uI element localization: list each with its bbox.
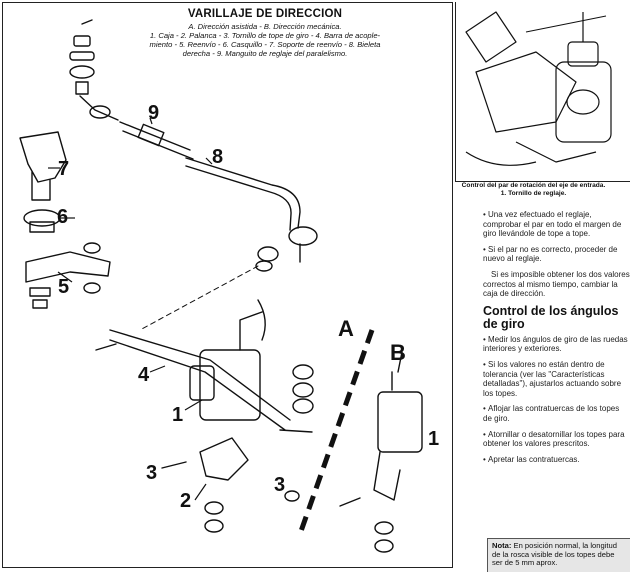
inset-caption-line: 1. Tornillo de reglaje. (500, 190, 567, 197)
label-7: 7 (58, 158, 70, 180)
inset-illustration (455, 2, 630, 182)
figure-title: VARILLAJE DE DIRECCION (187, 8, 343, 20)
label-5: 5 (58, 276, 70, 298)
inset-caption: Control del par de rotación del eje de e… (437, 182, 630, 198)
label-letter-a: A (338, 316, 354, 341)
stop-screw (161, 461, 187, 469)
note-box: Nota: En posición normal, la longitud de… (487, 538, 630, 572)
section-heading: Control de los ángulos de giro (483, 303, 619, 331)
divider-dashed-line (297, 329, 375, 535)
label-6: 6 (57, 206, 69, 228)
right-tie-rod (185, 157, 301, 231)
torque-check-drawing (465, 11, 612, 166)
label-3-a: 3 (146, 462, 158, 484)
pitman-arm (199, 437, 249, 481)
label-letter-b: B (390, 340, 406, 365)
steering-box-b (377, 391, 423, 453)
washer-icon (69, 51, 95, 61)
label-2: 2 (180, 490, 192, 512)
idler-arm (25, 251, 111, 283)
figure-caption: VARILLAJE DE DIRECCION A. Dirección asis… (110, 8, 420, 58)
paragraph: Medir los ángulos de giro de las ruedas … (483, 335, 630, 354)
paragraph: Aflojar las contratuercas de los topes d… (483, 404, 630, 423)
split-pin-icon (81, 19, 93, 25)
paragraph: Apretar las contratuercas. (483, 455, 630, 465)
tie-rod-end-icon (75, 81, 89, 95)
nut-icon (73, 35, 91, 47)
figure-frame (2, 2, 453, 568)
paragraph: Atornillar o desatornillar los topes par… (483, 430, 630, 449)
label-9: 9 (148, 102, 160, 124)
label-8: 8 (212, 146, 224, 168)
label-1-a: 1 (172, 404, 184, 426)
note-label: Nota: (492, 541, 512, 550)
steering-linkage-drawing (19, 19, 423, 553)
note-body: En posición normal, la longitud de la ro… (492, 541, 617, 568)
idler-support (19, 131, 67, 183)
label-4: 4 (138, 364, 150, 386)
caption-line: 1. Caja - 2. Palanca - 3. Tornillo de to… (149, 31, 381, 40)
paragraph: Si el par no es correcto, proceder de nu… (483, 245, 630, 264)
label-1-b: 1 (428, 428, 440, 450)
paragraph: Si es imposible obtener los dos valores … (483, 269, 630, 299)
caption-line: A. Dirección asistida - B. Dirección mec… (188, 22, 342, 31)
adjusting-sleeve (119, 121, 194, 160)
paragraph: Una vez efectuado el reglaje, comprobar … (483, 210, 630, 239)
caption-line: miento - 5. Reenvío - 6. Casquillo - 7. … (149, 40, 381, 49)
paragraph: Si los valores no están dentro de tolera… (483, 360, 630, 398)
inset-caption-line: Control del par de rotación del eje de e… (461, 182, 606, 189)
text-column: Una vez efectuado el reglaje, comprobar … (483, 210, 630, 470)
center-link (109, 329, 291, 431)
bushing-icon (69, 65, 95, 79)
caption-line: derecha - 9. Manguito de reglaje del par… (182, 49, 348, 58)
steering-box-a (199, 349, 261, 421)
label-3-b: 3 (274, 474, 286, 496)
